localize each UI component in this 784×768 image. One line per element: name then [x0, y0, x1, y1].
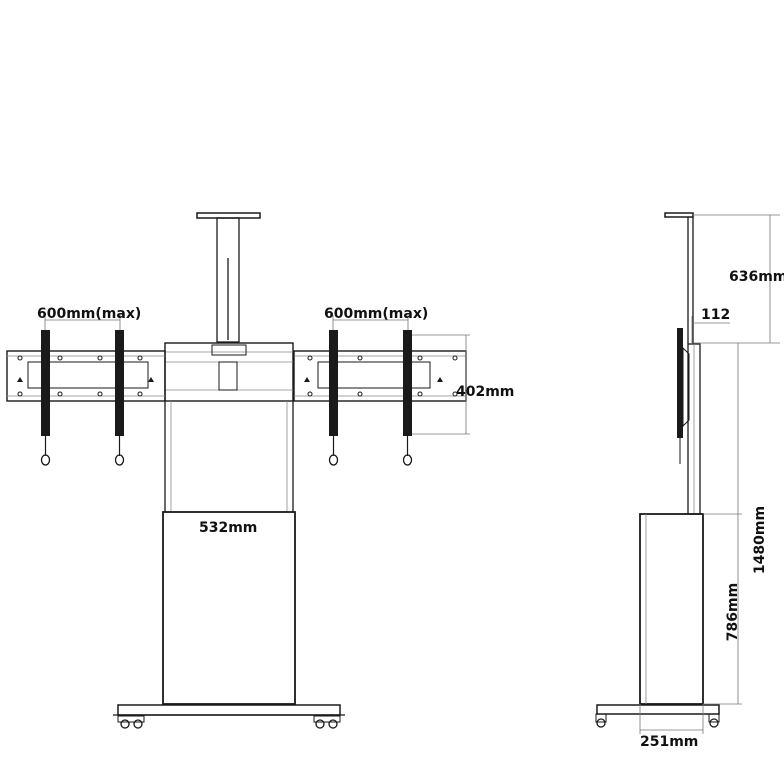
mounting-plate-left — [6, 350, 166, 402]
vesa-arm — [40, 330, 51, 466]
dimension-line-total-height — [703, 343, 742, 705]
wheel — [595, 713, 607, 728]
side-column — [687, 343, 701, 515]
wheel — [117, 715, 145, 729]
wheel — [708, 713, 720, 728]
dimension-line-plate-height — [412, 334, 470, 435]
dimension-line-plate-width-right — [332, 315, 409, 330]
plate-width-right-label: 600mm(max) — [324, 306, 428, 322]
cabinet-height-label: 786mm — [725, 583, 741, 641]
top-shelf — [196, 212, 261, 343]
mounting-plate-right — [293, 350, 467, 402]
side-cabinet — [639, 513, 704, 705]
side-bracket — [677, 328, 690, 464]
dimension-line-plate-width-left — [44, 315, 121, 330]
plate-height-label: 402mm — [456, 384, 514, 400]
central-frame — [164, 342, 294, 512]
side-view: 636mm 112 1480mm 786mm 251mm — [595, 212, 784, 750]
dimension-line-bracket-depth — [691, 316, 730, 344]
bracket-depth-label: 112 — [701, 307, 730, 323]
base — [113, 704, 345, 716]
cabinet — [162, 511, 296, 705]
plate-width-left-label: 600mm(max) — [37, 306, 141, 322]
side-top-shelf — [664, 212, 694, 344]
vesa-arm — [328, 330, 339, 466]
base-depth-label: 251mm — [640, 734, 698, 750]
front-view: 600mm(max) 600mm(max) 402mm 532mm — [6, 212, 514, 729]
top-extension-label: 636mm — [729, 269, 784, 285]
side-base — [596, 704, 720, 715]
cabinet-width-label: 532mm — [199, 520, 257, 536]
dimension-line-top-extension — [693, 214, 780, 344]
vesa-arm — [402, 330, 413, 466]
wheel — [313, 715, 341, 729]
vesa-arm — [114, 330, 125, 466]
total-height-label: 1480mm — [752, 506, 768, 574]
dimension-line-base-depth — [639, 704, 704, 734]
